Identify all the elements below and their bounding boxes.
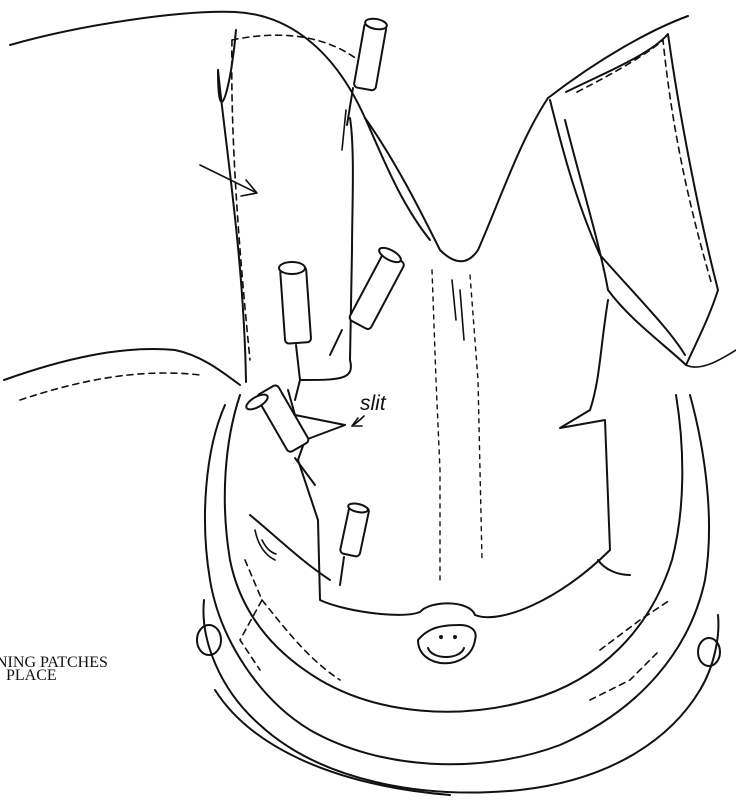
slit-annotation: slit bbox=[352, 392, 387, 426]
saddle-panel bbox=[203, 395, 718, 795]
pin-2 bbox=[279, 262, 311, 380]
girth-straps bbox=[4, 349, 240, 400]
pin-3 bbox=[330, 245, 405, 355]
right-flap bbox=[548, 16, 736, 367]
rivet-right bbox=[453, 635, 457, 639]
slit-label: slit bbox=[360, 392, 387, 415]
pin-4 bbox=[244, 384, 315, 485]
right-d-ring bbox=[698, 638, 720, 666]
pin-1 bbox=[342, 17, 388, 150]
left-d-ring bbox=[197, 625, 221, 655]
saddle-seat bbox=[295, 98, 548, 580]
lining-patch bbox=[288, 300, 610, 617]
pin-5 bbox=[340, 502, 370, 585]
rivet-left bbox=[439, 635, 443, 639]
